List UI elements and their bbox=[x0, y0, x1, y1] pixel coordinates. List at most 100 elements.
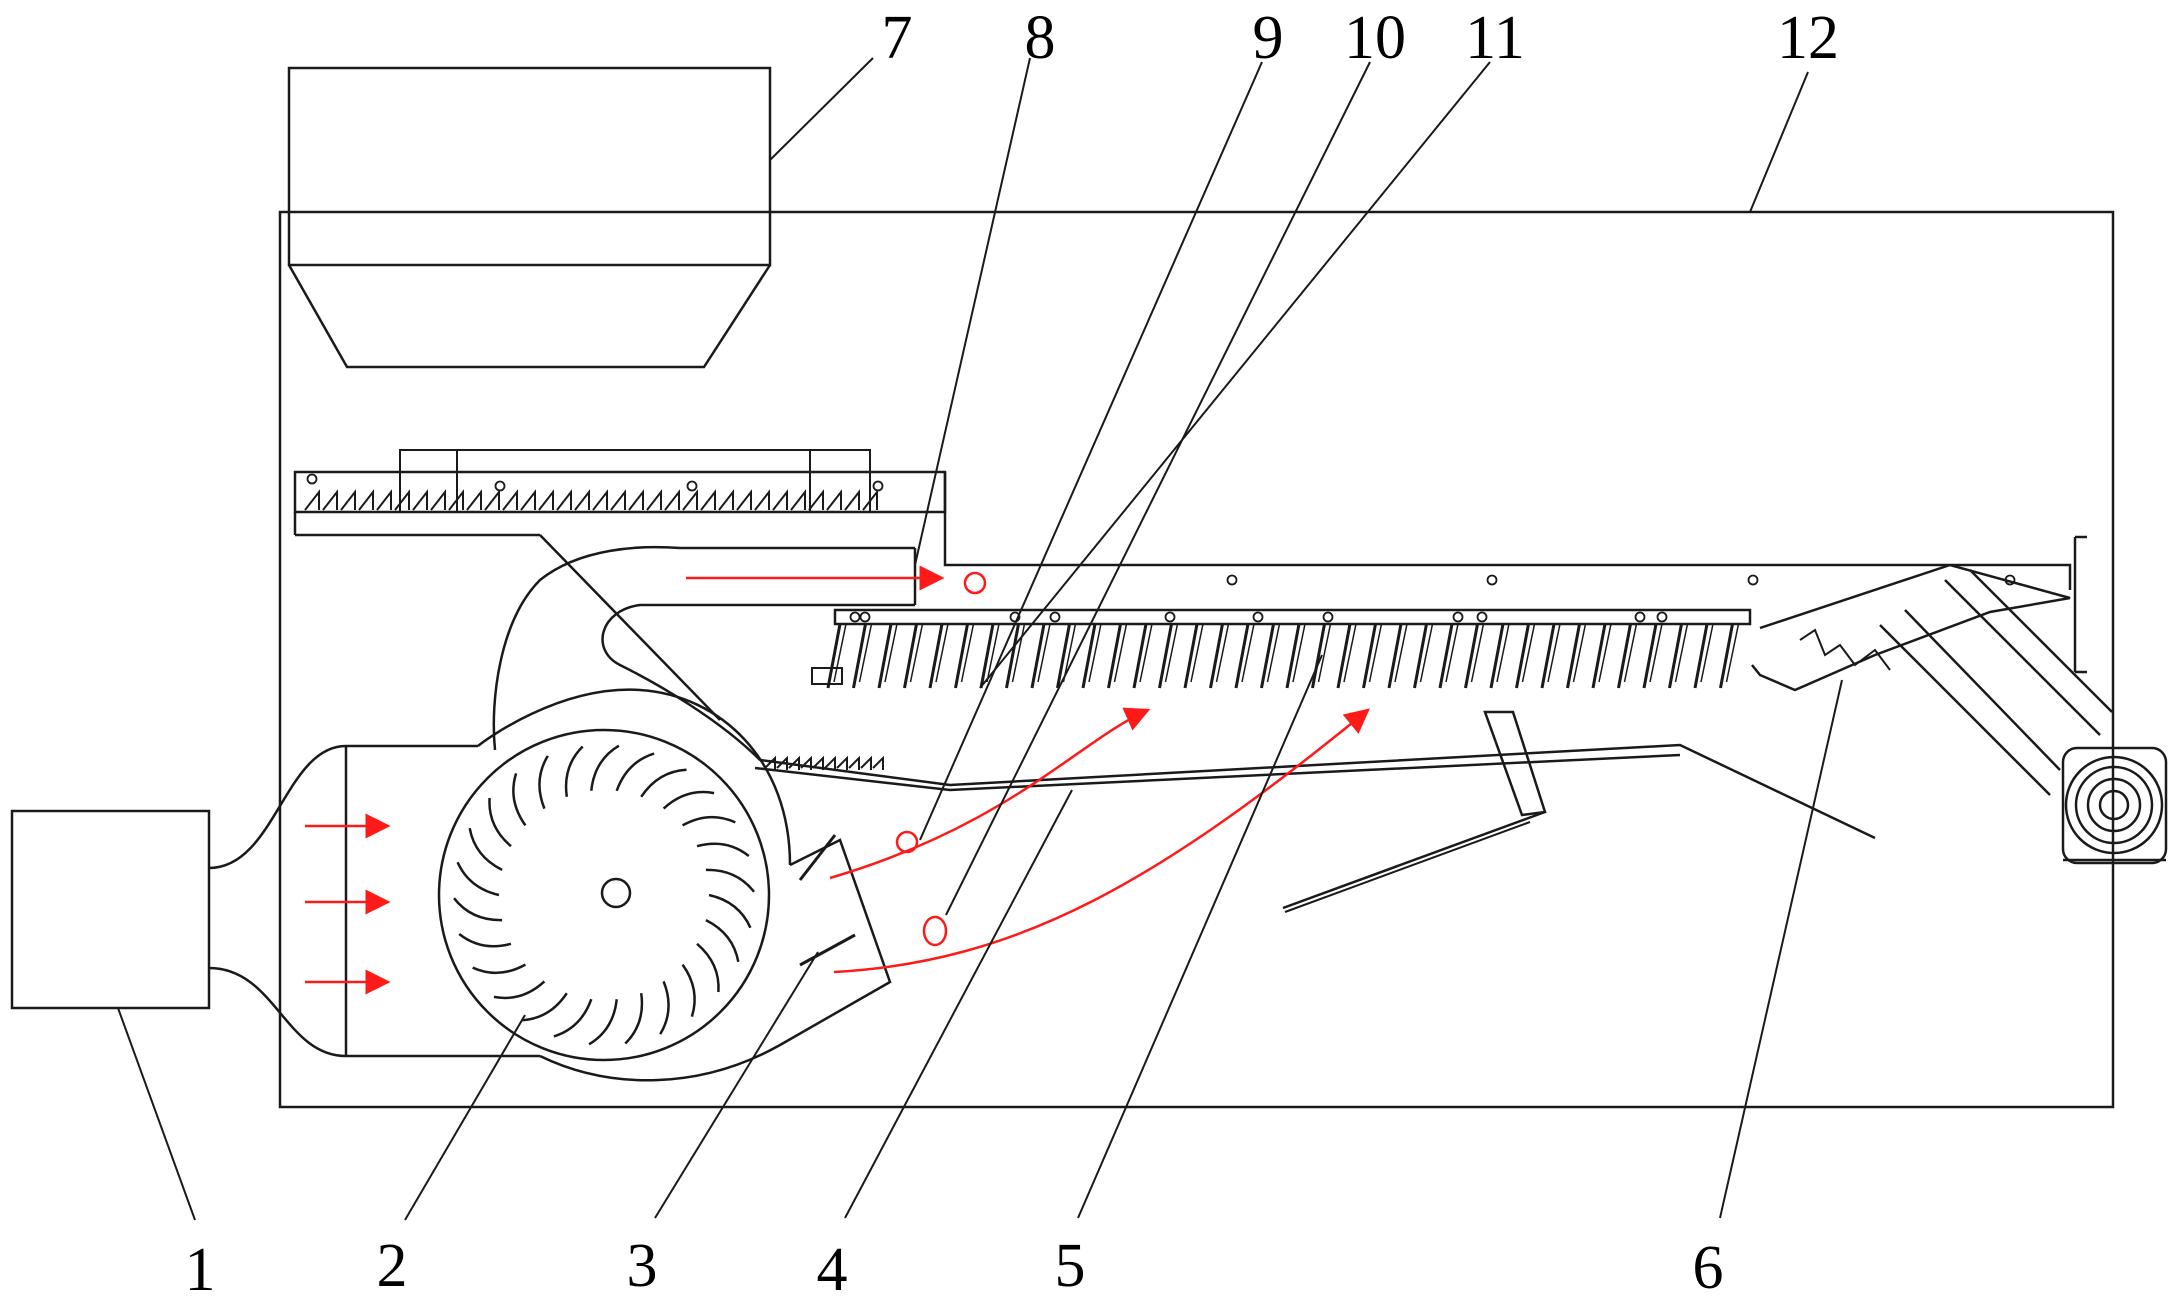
comb-tooth-edge bbox=[1394, 623, 1408, 683]
impeller-blade bbox=[472, 963, 527, 974]
impeller-blade bbox=[553, 998, 593, 1038]
leader-line-5 bbox=[1077, 654, 1323, 1219]
comb-tooth bbox=[1285, 623, 1301, 689]
impeller-blade bbox=[538, 755, 549, 810]
comb-tooth bbox=[1336, 623, 1352, 689]
comb-tooth bbox=[1209, 623, 1224, 689]
fan bbox=[437, 545, 915, 1082]
impeller-blade bbox=[696, 842, 750, 857]
comb-tooth bbox=[1515, 623, 1530, 689]
airflow-arrow bbox=[833, 708, 1370, 974]
comb-tooth-edge bbox=[858, 623, 873, 683]
label-11: 11 bbox=[1465, 4, 1525, 72]
plate-tooth bbox=[848, 755, 860, 770]
airflow-marker bbox=[922, 915, 948, 947]
impeller-blade bbox=[458, 933, 512, 948]
impeller-blade bbox=[456, 861, 500, 897]
comb-tooth-edge bbox=[1445, 623, 1459, 683]
plate-tooth bbox=[836, 755, 848, 770]
comb-tooth-edge bbox=[1674, 623, 1689, 683]
comb-tooth-edge bbox=[1623, 623, 1638, 683]
mounting-holes bbox=[306, 473, 2016, 623]
comb-tooth bbox=[1413, 623, 1428, 689]
comb-tooth-edge bbox=[1725, 623, 1740, 683]
mounting-hole bbox=[1252, 611, 1264, 623]
label-3: 3 bbox=[627, 1232, 658, 1300]
comb-tooth-edge bbox=[1241, 623, 1255, 683]
comb-tooth-edge bbox=[1598, 623, 1612, 683]
mounting-hole bbox=[1049, 611, 1061, 623]
conveyor-tooth bbox=[790, 489, 806, 511]
comb-tooth-edge bbox=[1343, 623, 1357, 683]
plate-tooth bbox=[764, 755, 776, 770]
comb-tooth bbox=[1489, 623, 1505, 689]
comb-tooth bbox=[979, 623, 995, 689]
discharge-mechanism bbox=[1751, 563, 2113, 796]
comb-tooth-edge bbox=[1649, 623, 1663, 683]
conveyor-tooth bbox=[448, 489, 464, 511]
inclined-plate bbox=[754, 743, 1876, 840]
impeller-blade bbox=[521, 992, 568, 1022]
comb-tooth-edge bbox=[1190, 623, 1204, 683]
comb-tooth bbox=[1591, 623, 1607, 689]
comb-tooth bbox=[1540, 623, 1556, 689]
conveyor-tooth bbox=[304, 489, 320, 511]
impeller-blade bbox=[640, 768, 687, 798]
label-1: 1 bbox=[185, 1236, 216, 1304]
comb-tooth-edge bbox=[1419, 623, 1434, 683]
leader-line-9 bbox=[919, 61, 1263, 841]
callout-labels: 1 2 3 4 5 6 7 8 9 10 11 12 bbox=[185, 4, 1840, 1304]
leader-lines bbox=[117, 57, 1843, 1221]
comb-tooth bbox=[852, 623, 867, 689]
comb-tooth-edge bbox=[1496, 623, 1510, 683]
comb-tooth-edge bbox=[1521, 623, 1536, 683]
conveyor-tooth bbox=[322, 489, 338, 511]
conveyor-tooth bbox=[808, 489, 824, 511]
impeller-blade bbox=[696, 942, 720, 993]
comb-tooth bbox=[1234, 623, 1250, 689]
comb-tooth bbox=[1642, 623, 1658, 689]
conveyor-tooth bbox=[466, 489, 482, 511]
conveyor-tooth bbox=[754, 489, 770, 511]
conveyor-tooth bbox=[772, 489, 788, 511]
comb-tooth bbox=[1362, 623, 1377, 689]
comb-tooth-edge bbox=[1368, 623, 1383, 683]
comb-tooth-edge bbox=[1547, 623, 1561, 683]
conveyor-tooth bbox=[376, 489, 392, 511]
label-2: 2 bbox=[377, 1232, 408, 1300]
deflector bbox=[1282, 710, 1547, 913]
impeller-blade bbox=[590, 744, 620, 791]
conveyor-tooth bbox=[844, 489, 860, 511]
mounting-hole bbox=[1486, 574, 1498, 586]
comb-tooth-edge bbox=[884, 623, 898, 683]
leader-line-2 bbox=[404, 1014, 526, 1221]
comb-tooth bbox=[1056, 623, 1071, 689]
conveyor-tooth bbox=[556, 489, 572, 511]
conveyor-tooth bbox=[394, 489, 410, 511]
impeller-blade bbox=[705, 918, 740, 963]
mounting-hole bbox=[1226, 574, 1238, 586]
hopper bbox=[287, 66, 772, 369]
comb-tooth-edge bbox=[1011, 623, 1026, 683]
impeller-blade bbox=[662, 790, 715, 810]
label-8: 8 bbox=[1025, 4, 1056, 72]
conveyor-tooth bbox=[412, 489, 428, 511]
leader-line-12 bbox=[1749, 71, 1809, 213]
comb-teeth bbox=[826, 623, 1740, 689]
comb-tooth-edge bbox=[833, 623, 847, 683]
plate-tooth bbox=[824, 755, 836, 770]
conveyor-tooth bbox=[520, 489, 536, 511]
mounting-hole bbox=[1476, 611, 1488, 623]
comb-tooth-edge bbox=[1037, 623, 1051, 683]
conveyor-tooth bbox=[574, 489, 590, 511]
impeller-blade bbox=[493, 980, 546, 1000]
conveyor-tooth bbox=[664, 489, 680, 511]
comb-tooth-edge bbox=[909, 623, 924, 683]
comb-tooth bbox=[1107, 623, 1122, 689]
conveyor-tooth bbox=[340, 489, 356, 511]
comb-tooth bbox=[1668, 623, 1683, 689]
conveyor-tooth bbox=[538, 489, 554, 511]
conveyor-tooth bbox=[358, 489, 374, 511]
leader-line-3 bbox=[654, 951, 819, 1219]
